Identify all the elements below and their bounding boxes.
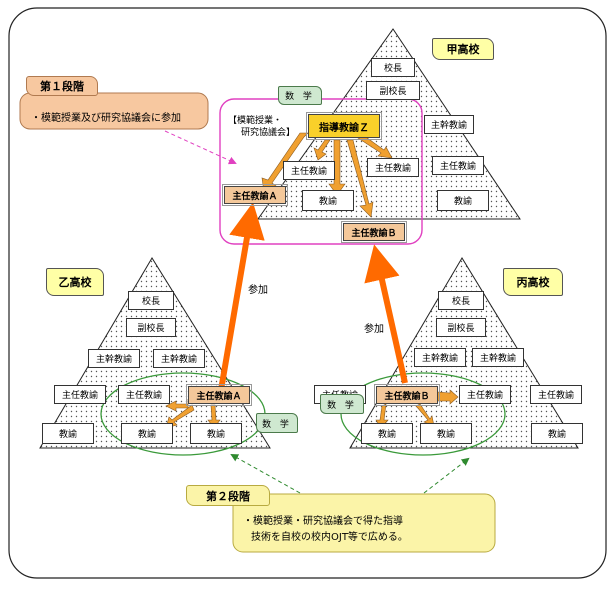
ko-session-label-2: 研究協議会】: [241, 128, 296, 138]
otsu-principal: 校長: [128, 291, 174, 310]
hei-teacher-2: 教諭: [420, 423, 472, 444]
otsu-school-label: 乙高校: [46, 268, 104, 296]
otsu-teacher-3: 教諭: [190, 423, 242, 444]
ko-chief-1: 主任教諭: [283, 161, 335, 180]
hei-subject-tag: 数 学: [320, 394, 364, 414]
otsu-teacher-1: 教諭: [42, 423, 94, 444]
hei-to-ko-arrow: [364, 244, 408, 384]
ko-chief-2: 主任教諭: [367, 158, 419, 177]
stage2-description-line1: ・模範授業・研究協議会で得た指導: [243, 516, 403, 527]
otsu-teacher-2: 教諭: [121, 423, 173, 444]
ko-chief-senior: 主幹教諭: [424, 115, 474, 134]
stage1-title: 第１段階: [26, 76, 98, 96]
hei-ellipse: [340, 372, 506, 456]
stage2-pointer-right: [423, 457, 470, 494]
hei-chief-2: 主任教諭: [459, 385, 511, 404]
ko-subject-tag: 数 学: [278, 86, 322, 105]
otsu-chief-senior-2: 主幹教諭: [153, 349, 205, 368]
otsu-chief-1: 主任教諭: [54, 385, 106, 404]
ko-chief-a: 主任教諭Ａ: [222, 184, 288, 206]
hei-chief-3: 主任教諭: [530, 385, 582, 404]
otsu-small-arrows: [165, 399, 221, 429]
ko-guide-teacher-z: 指導教諭Ｚ: [306, 112, 382, 140]
hei-teacher-1: 教諭: [361, 423, 413, 444]
stage1-callout: [19, 92, 209, 130]
ko-principal: 校長: [371, 58, 415, 77]
ko-vice-principal: 副校長: [366, 81, 420, 100]
participate-label-left: 参加: [248, 285, 268, 296]
ko-session-label-1: 【模範授業・: [228, 116, 283, 126]
hei-school-label: 丙高校: [503, 268, 563, 296]
stage2-callout: [232, 493, 496, 553]
hei-small-arrows: [375, 389, 459, 429]
ko-teacher-2: 教諭: [437, 190, 489, 211]
hei-chief-senior-2: 主幹教諭: [472, 348, 524, 367]
hei-principal: 校長: [438, 291, 484, 310]
hei-teacher-3: 教諭: [531, 423, 583, 444]
hei-chief-b: 主任教諭Ｂ: [374, 384, 440, 406]
ko-chief-3: 主任教諭: [432, 156, 484, 175]
ko-school-label: 甲高校: [432, 38, 494, 60]
ko-teacher-1: 教諭: [302, 190, 354, 211]
hei-vice-principal: 副校長: [436, 318, 486, 337]
stage2-title: 第２段階: [186, 485, 270, 506]
otsu-subject-tag: 数 学: [256, 413, 298, 433]
otsu-to-ko-arrow: [218, 202, 265, 391]
otsu-vice-principal: 副校長: [126, 318, 176, 337]
otsu-chief-2: 主任教諭: [118, 385, 170, 404]
stage2-pointer-left: [230, 454, 301, 494]
participate-label-right: 参加: [364, 324, 384, 335]
stage2-description-line2: 技術を自校の校内OJT等で広める。: [251, 532, 408, 543]
otsu-chief-a: 主任教諭Ａ: [186, 384, 252, 406]
stage1-description: ・模範授業及び研究協議会に参加: [31, 113, 181, 124]
stage1-pointer: [164, 130, 237, 165]
hei-chief-senior-1: 主幹教諭: [414, 348, 466, 367]
otsu-chief-senior-1: 主幹教諭: [88, 349, 140, 368]
ko-chief-b: 主任教諭Ｂ: [341, 221, 407, 243]
